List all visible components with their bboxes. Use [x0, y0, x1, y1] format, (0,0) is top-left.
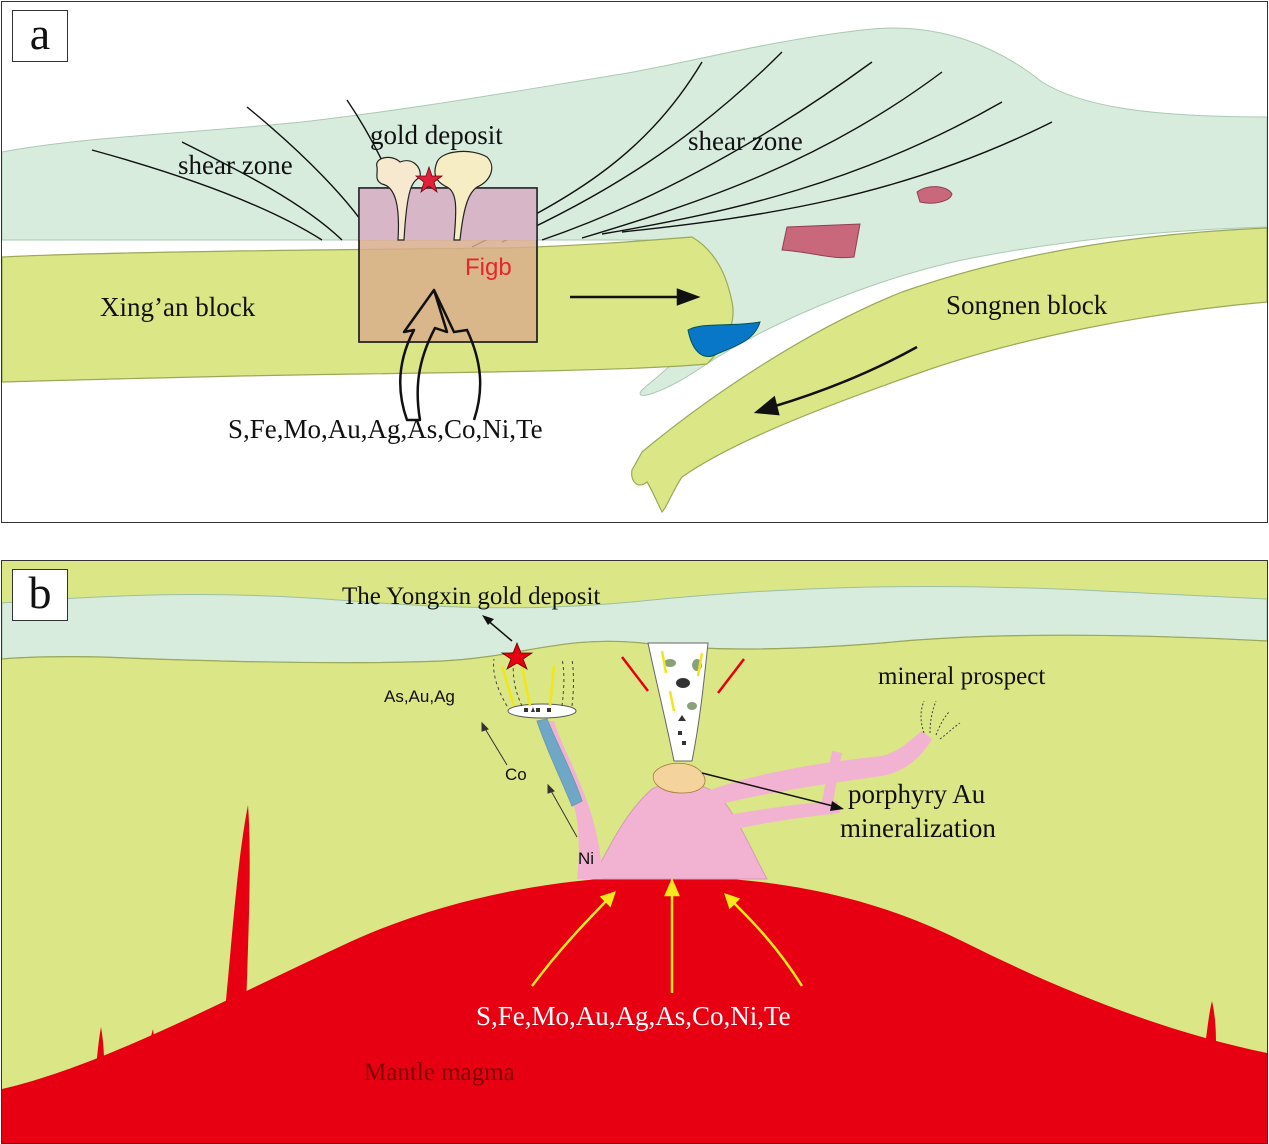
- magma-dyke-small-2: [146, 1029, 155, 1065]
- shear-zone-band: [2, 27, 1267, 396]
- songnen-block-label: Songnen block: [946, 290, 1108, 320]
- panel-a-drawing: [2, 27, 1267, 514]
- blue-body: [687, 321, 761, 357]
- magma-dyke-small-1: [94, 1027, 105, 1083]
- songnen-block-shape: [631, 227, 1267, 514]
- breccia-pipe: [647, 642, 709, 762]
- blue-vein: [536, 718, 583, 807]
- push-arrow-right: [570, 288, 701, 306]
- yongxin-star: [500, 641, 534, 670]
- elements-label-a: S,Fe,Mo,Au,Ag,As,Co,Ni,Te: [228, 414, 543, 444]
- red-faults: [621, 656, 745, 694]
- mauve-body-large: [781, 223, 861, 259]
- mantle-magma-shape: [2, 876, 1267, 1143]
- pink-dyke-right-lower: [722, 801, 840, 831]
- pink-dyke-right-branch: [820, 751, 842, 815]
- mineral-prospect-veins: [920, 700, 961, 740]
- yongxin-label: The Yongxin gold deposit: [342, 583, 601, 610]
- magma-dyke-tall: [224, 805, 250, 1021]
- co-label: Co: [505, 765, 527, 784]
- figb-box-upper: [359, 188, 537, 240]
- xingan-block-label: Xing’an block: [100, 292, 256, 322]
- shear-zone-right-label: shear zone: [688, 126, 803, 156]
- ni-label: Ni: [578, 849, 595, 868]
- magma-fluid-arrows: [531, 877, 804, 993]
- fluid-arrow-right: [432, 289, 482, 421]
- as-au-ag-veins: [500, 665, 556, 707]
- panel-b-drawing: [2, 561, 1267, 1143]
- mantle-magma-label: Mantle magma: [364, 1059, 515, 1086]
- push-arrow-left: [753, 345, 918, 416]
- gold-deposit-star: [414, 165, 444, 194]
- panel-b: b The Yongxin gold deposit mineral prosp…: [1, 560, 1268, 1144]
- panel-a-letter: a: [12, 10, 68, 62]
- elements-label-b: S,Fe,Mo,Au,Ag,As,Co,Ni,Te: [476, 1001, 791, 1031]
- shear-zone-left-label: shear zone: [178, 150, 293, 180]
- ore-body-left: [376, 156, 421, 241]
- ore-body-right: [434, 150, 493, 241]
- pink-dyke-right-upper: [707, 731, 932, 806]
- mineral-prospect-label: mineral prospect: [878, 663, 1046, 690]
- panel-b-letter: b: [12, 569, 68, 621]
- gold-deposit-label: gold deposit: [370, 120, 503, 150]
- mauve-body-small: [916, 186, 953, 204]
- porphyry-label-line1: porphyry Au: [848, 779, 986, 809]
- breccia-lens: [507, 703, 577, 719]
- fluid-arrow-left: [398, 288, 449, 422]
- magma-dyke-right: [1205, 1001, 1216, 1049]
- figb-label: Figb: [465, 254, 512, 281]
- porphyry-label-line2: mineralization: [840, 813, 996, 843]
- panel-a: a gold deposit shear zone shear zone Fig…: [1, 1, 1268, 523]
- as-au-ag-label: As,Au,Ag: [384, 687, 455, 706]
- stockwork-cap: [652, 762, 706, 794]
